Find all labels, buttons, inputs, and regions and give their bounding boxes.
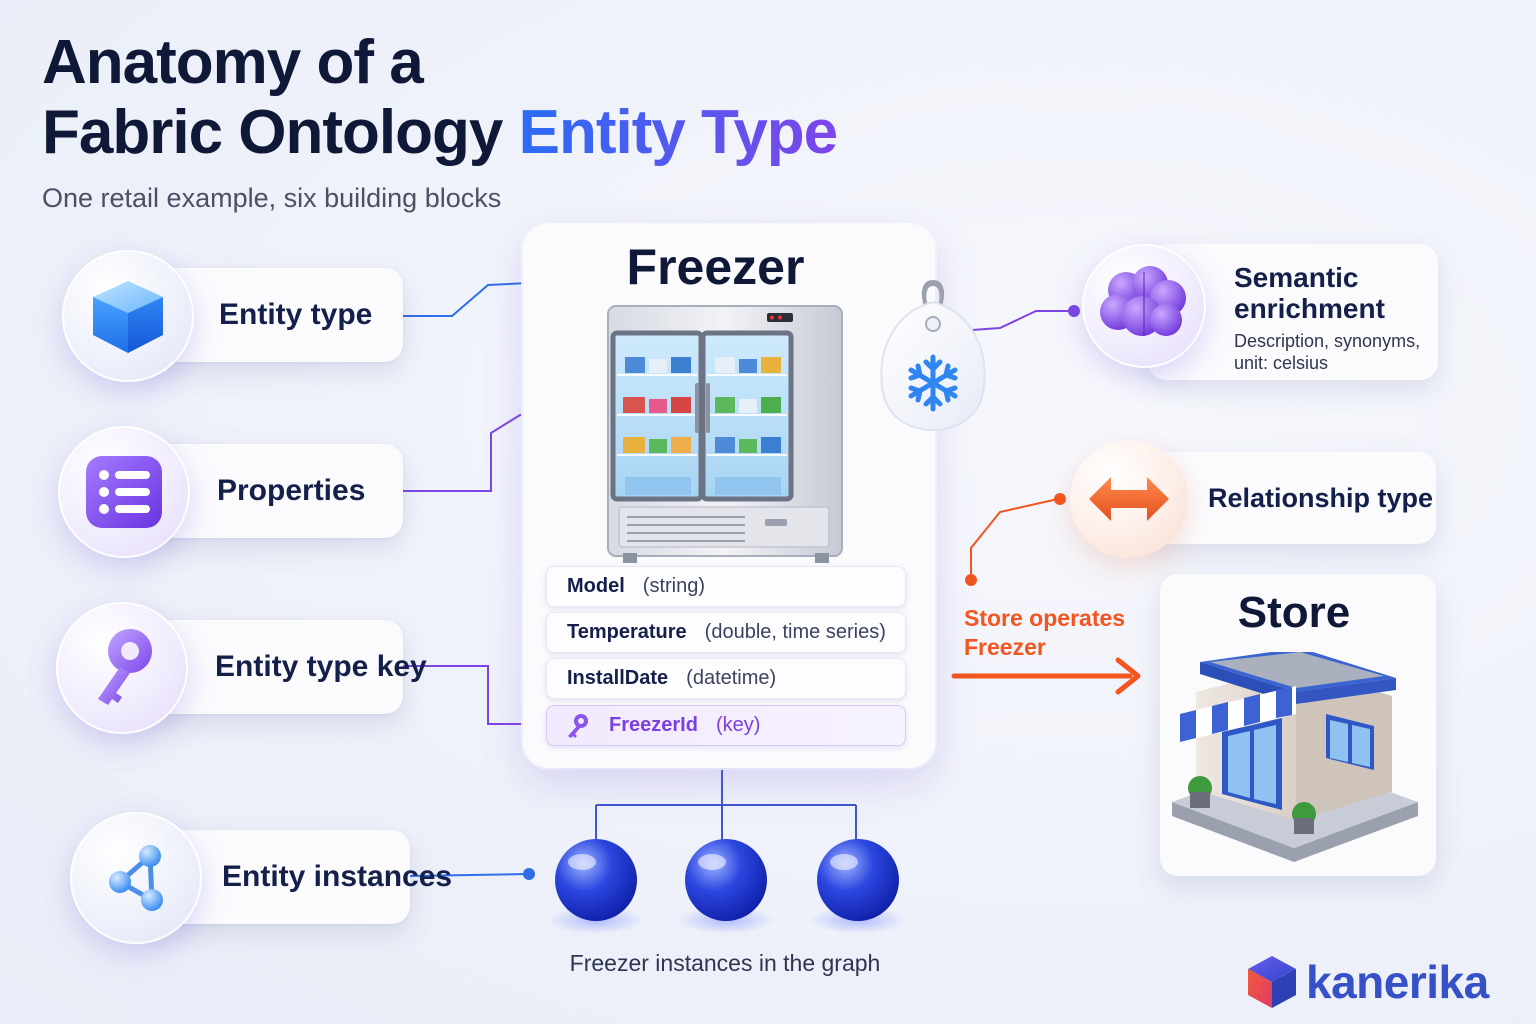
instance-orbs [548, 839, 906, 934]
brand-name: kanerika [1306, 956, 1489, 1008]
instance-orb-2 [685, 839, 767, 921]
instance-orb-1 [555, 839, 637, 921]
store-icon [1172, 652, 1418, 862]
brain-icon [1082, 244, 1206, 368]
cube-icon [62, 250, 194, 382]
instance-orb-3 [817, 839, 899, 921]
freezer-icon [607, 305, 843, 563]
key-icon [56, 602, 188, 734]
list-icon [58, 426, 190, 558]
semantic-enrichment-card: Semantic enrichment Description, synonym… [1148, 244, 1438, 380]
relationship-type-card: Relationship type [1140, 452, 1436, 544]
page-subtitle: One retail example, six building blocks [42, 183, 502, 213]
property-row-freezerid: FreezerId (key) [546, 705, 906, 746]
property-row-temperature: Temperature (double, time series) [546, 612, 906, 653]
key-small-icon [563, 712, 591, 740]
property-row-model: Model (string) [546, 566, 906, 607]
relationship-caption: Store operates Freezer [964, 605, 1126, 660]
double-arrow-icon [1070, 440, 1188, 558]
snowflake-icon [880, 280, 986, 432]
property-row-installdate: InstallDate (datetime) [546, 658, 906, 699]
kanerika-logo-icon [1248, 956, 1296, 1008]
title-plain: Fabric Ontology [42, 98, 503, 167]
title-accent: Entity Type [518, 98, 839, 167]
entity-name: Freezer [626, 239, 805, 295]
instances-caption: Freezer instances in the graph [569, 950, 881, 976]
page-title: Anatomy of a Fabric Ontology Entity Type [42, 28, 839, 167]
graph-nodes-icon [70, 812, 202, 944]
